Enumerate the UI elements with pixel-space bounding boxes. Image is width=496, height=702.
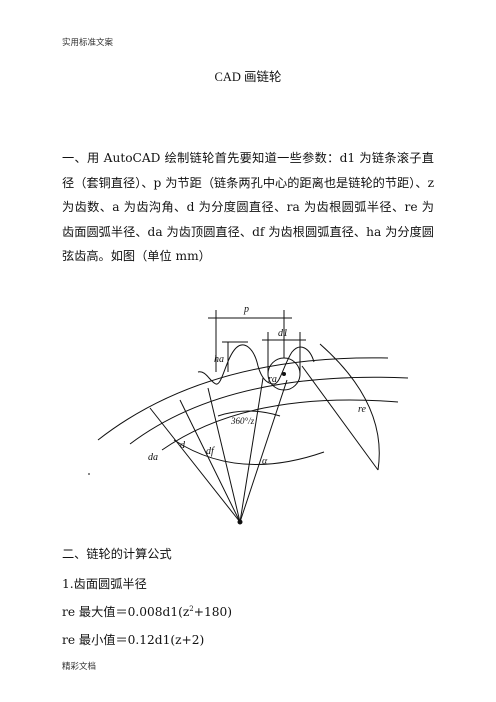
formula-max-exponent: 2 [189, 604, 194, 613]
radial-line-center [239, 377, 264, 523]
label-ha: ha [214, 354, 224, 365]
tip-circle-arc [97, 357, 389, 441]
label-df: df [206, 446, 215, 457]
angle-arc [217, 410, 281, 417]
page-footer: 精彩文档 [62, 662, 97, 672]
formula-re-max: re 最大值＝0.008d1(z2+180) [62, 602, 232, 620]
label-re: re [358, 404, 367, 415]
pitch-circle-arc [129, 376, 409, 445]
radial-line-df [207, 387, 241, 523]
page-header: 实用标准文案 [62, 38, 114, 48]
formula-max-suffix: +180) [193, 605, 232, 619]
radial-line-da [149, 407, 241, 523]
label-alpha: α [262, 456, 268, 467]
sprocket-diagram: p d1 ha ra 360°/z re d df da α [88, 304, 409, 525]
label-p: p [243, 304, 249, 315]
label-d1: d1 [278, 328, 288, 339]
radial-line-d [179, 399, 241, 523]
label-da: da [148, 452, 158, 463]
formula-re-min: re 最小值＝0.12d1(z+2) [62, 633, 205, 647]
root-circle-arc [161, 399, 399, 451]
label-d: d [180, 440, 186, 451]
re-arc [319, 343, 380, 471]
roller-center [282, 372, 286, 376]
label-angle: 360°/z [230, 416, 255, 426]
formula-max-prefix: re 最大值＝0.008d1(z [62, 605, 190, 619]
tooth-profile [197, 344, 315, 385]
re-line [301, 365, 379, 471]
alpha-arc [173, 439, 325, 465]
document-title: CAD 画链轮 [214, 70, 282, 84]
intro-text: 一、用 AutoCAD 绘制链轮首先要知道一些参数：d1 为链条滚子直径（套铜直… [62, 151, 434, 264]
radial-line-right [239, 379, 288, 523]
label-ra: ra [268, 374, 277, 385]
section-2-heading: 二、链轮的计算公式 [62, 547, 172, 561]
intro-paragraph: 一、用 AutoCAD 绘制链轮首先要知道一些参数：d1 为链条滚子直径（套铜直… [62, 146, 434, 269]
item-1-heading: 1.齿面圆弧半径 [62, 577, 147, 591]
